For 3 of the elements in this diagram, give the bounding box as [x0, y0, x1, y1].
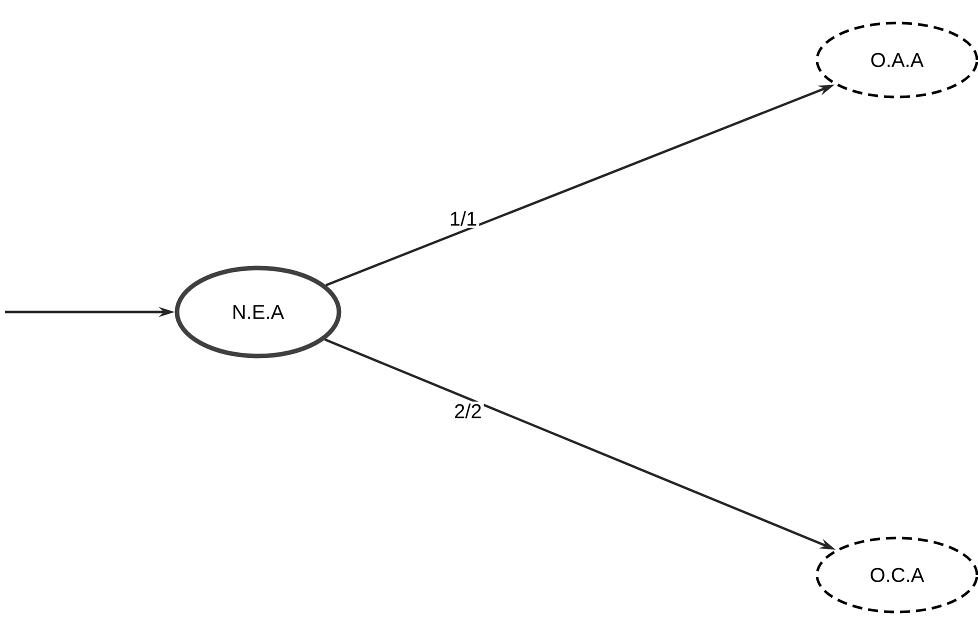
ellipse-node: N.E.A — [174, 266, 342, 358]
edge-label: 2/2 — [452, 402, 484, 420]
edge-label: 1/1 — [447, 209, 480, 228]
